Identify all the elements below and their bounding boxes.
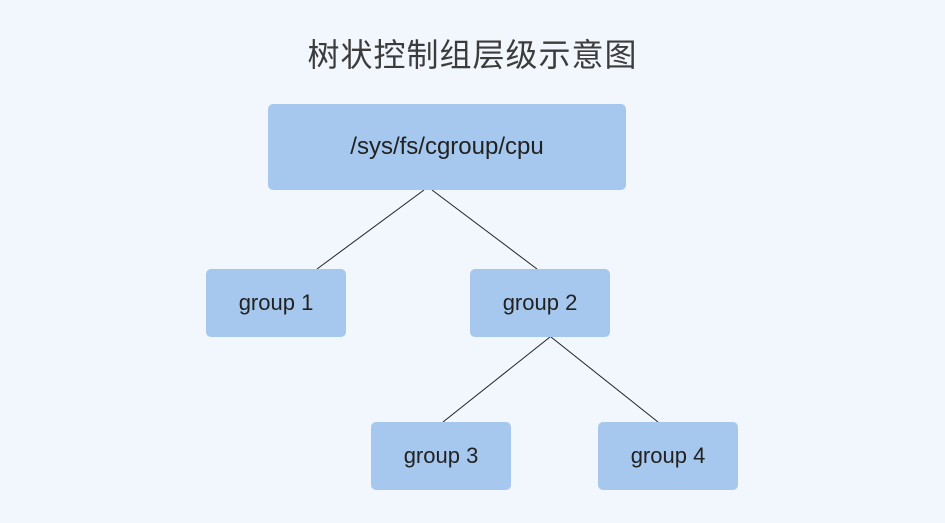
edge-root-group1 (316, 189, 425, 270)
node-group-2: group 2 (470, 269, 610, 337)
node-group-3: group 3 (371, 422, 511, 490)
node-group-2-label: group 2 (502, 290, 578, 315)
node-root-cpu: /sys/fs/cgroup/cpu (268, 104, 626, 190)
edge-root-group2 (431, 189, 538, 270)
node-group-4-label: group 4 (630, 443, 706, 468)
diagram-title: 树状控制组层级示意图 (307, 36, 638, 74)
node-group-1-label: group 1 (238, 290, 314, 315)
edge-group2-group3 (442, 336, 551, 423)
node-group-4: group 4 (598, 422, 738, 490)
node-group-1: group 1 (206, 269, 346, 337)
node-group-3-label: group 3 (403, 443, 479, 468)
node-root-label: /sys/fs/cgroup/cpu (350, 133, 544, 160)
edge-group2-group4 (550, 336, 659, 423)
